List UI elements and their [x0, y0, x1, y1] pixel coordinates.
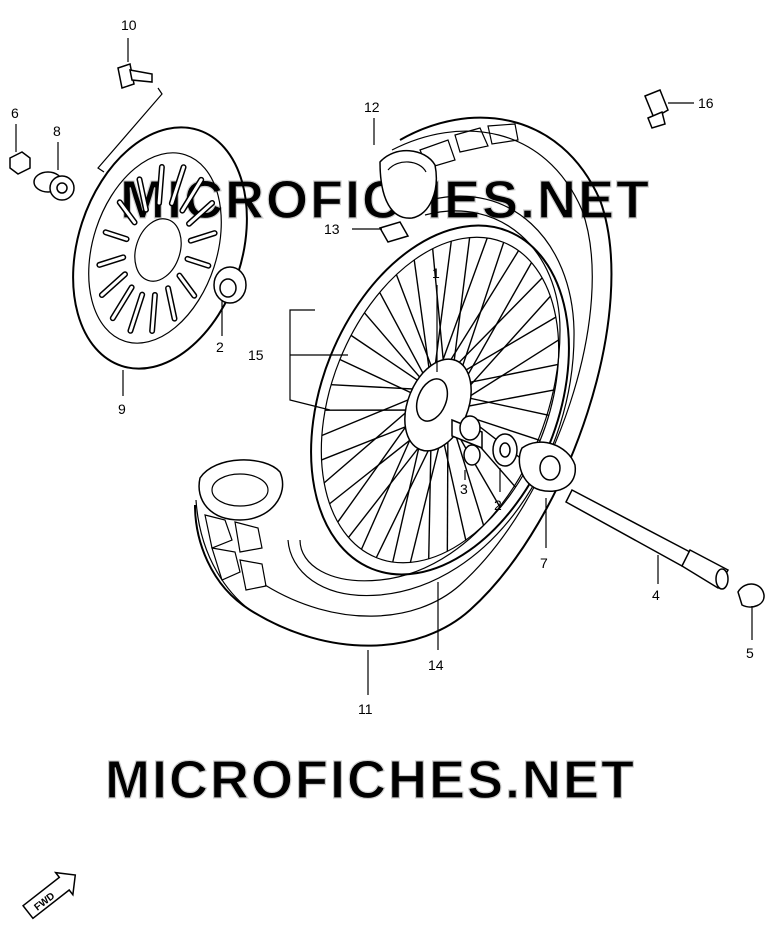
callout-16: 16 — [698, 95, 714, 111]
watermark-bottom: MICROFICHES.NET — [105, 750, 636, 810]
disc-slot-inner — [187, 201, 214, 226]
part-3-spacer — [463, 444, 481, 466]
callout-2-right: 2 — [494, 497, 502, 513]
leader-lines — [15, 38, 753, 695]
part-4-axle — [565, 488, 730, 590]
disc-slot-inner — [104, 230, 129, 241]
disc-slot-inner — [150, 293, 157, 333]
part-13-rim-band — [378, 221, 410, 243]
part-8-collar — [33, 171, 75, 201]
disc-slot-inner — [170, 165, 186, 205]
fwd-arrow-icon: FWD — [22, 871, 77, 920]
callout-1: 1 — [432, 265, 440, 281]
disc-slot-inner — [166, 286, 177, 321]
part-10-bolt — [117, 63, 153, 89]
tire-section-lower — [198, 459, 284, 521]
disc-slot-inner — [137, 177, 148, 212]
disc-slot-inner — [128, 293, 144, 333]
disc-slot-inner — [157, 165, 164, 205]
part-16-valve-cap — [644, 89, 669, 129]
disc-slot-inner — [118, 200, 137, 224]
part-6-nut — [9, 151, 31, 175]
callout-7: 7 — [540, 555, 548, 571]
disc-slot-inner — [177, 274, 196, 298]
disc-slot-inner — [180, 178, 203, 213]
part-12-tire-section — [379, 149, 437, 219]
part-1-hub — [404, 358, 483, 452]
callout-12: 12 — [364, 99, 380, 115]
callout-10: 10 — [121, 17, 137, 33]
disc-slot-inner — [185, 257, 210, 268]
disc-slot-inner — [97, 255, 125, 267]
disc-slot-inner — [111, 285, 134, 320]
part-9-brake-disc — [72, 126, 248, 370]
callout-6: 6 — [11, 105, 19, 121]
disc-slot-inner — [100, 272, 127, 297]
part-7-collar — [518, 441, 576, 492]
callout-5: 5 — [746, 645, 754, 661]
callout-2-left: 2 — [216, 339, 224, 355]
part-5-cap — [737, 583, 765, 608]
disc-slot-inner — [189, 231, 217, 243]
part-2-bearing-left — [213, 266, 247, 304]
callout-8: 8 — [53, 123, 61, 139]
part-2-bearing-right — [492, 433, 518, 467]
callout-13: 13 — [324, 221, 340, 237]
callout-3: 3 — [460, 481, 468, 497]
callout-15: 15 — [248, 347, 264, 363]
callout-9: 9 — [118, 401, 126, 417]
callout-11: 11 — [358, 701, 373, 717]
callout-4: 4 — [652, 587, 660, 603]
callout-14: 14 — [428, 657, 444, 673]
